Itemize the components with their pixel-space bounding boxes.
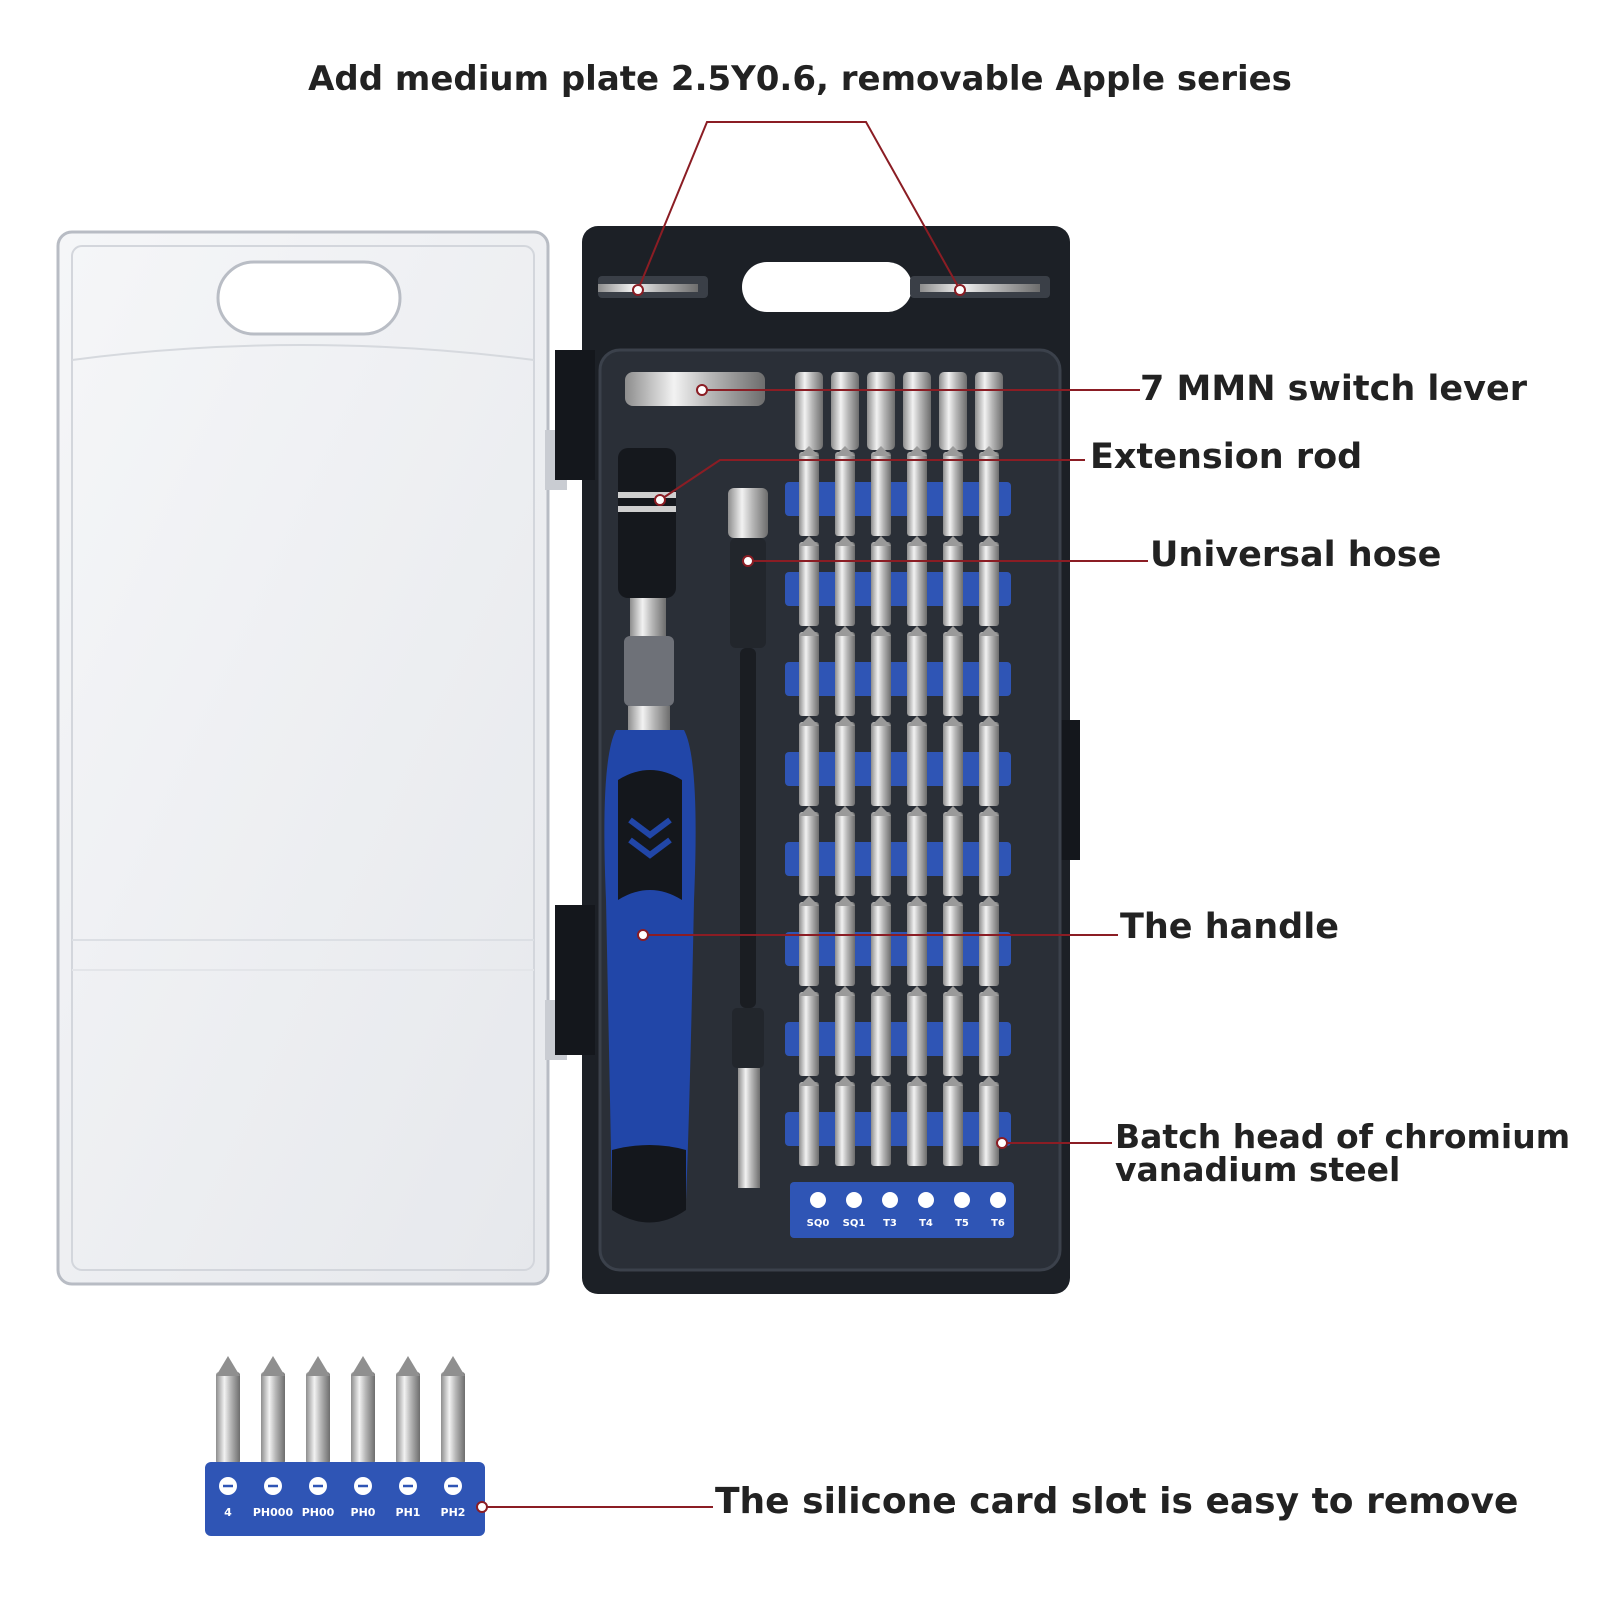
screwdriver-bit bbox=[907, 1076, 927, 1166]
screwdriver-bit bbox=[943, 536, 963, 626]
screwdriver-bit bbox=[871, 806, 891, 896]
card-bit bbox=[441, 1356, 465, 1464]
screwdriver-bit bbox=[943, 446, 963, 536]
screwdriver-bit bbox=[799, 896, 819, 986]
annotation-extension-rod: Extension rod bbox=[1090, 437, 1363, 477]
annotation-batch-head-line2: vanadium steel bbox=[1115, 1150, 1401, 1189]
bit-slot-icon bbox=[918, 1192, 934, 1208]
annotation-batch-head: Batch head of chromium vanadium steel bbox=[1115, 1120, 1570, 1186]
screwdriver-bit bbox=[835, 896, 855, 986]
screwdriver-bit bbox=[907, 896, 927, 986]
screwdriver-bit bbox=[835, 1076, 855, 1166]
bit-label: T4 bbox=[919, 1218, 933, 1229]
socket-bit bbox=[903, 372, 931, 450]
screwdriver-bit bbox=[799, 806, 819, 896]
screwdriver-bit bbox=[835, 536, 855, 626]
screwdriver-bit bbox=[871, 536, 891, 626]
screwdriver-bit bbox=[871, 896, 891, 986]
annotation-card-slot: The silicone card slot is easy to remove bbox=[715, 1481, 1519, 1522]
socket-bit bbox=[831, 372, 859, 450]
flexible-hose bbox=[728, 488, 768, 1188]
screwdriver-bit bbox=[979, 986, 999, 1076]
bit-slot-icon bbox=[990, 1192, 1006, 1208]
screwdriver-bit bbox=[799, 536, 819, 626]
annotation-top-plate: Add medium plate 2.5Y0.6, removable Appl… bbox=[308, 59, 1292, 99]
screwdriver-bit bbox=[835, 986, 855, 1076]
screwdriver-bit bbox=[799, 716, 819, 806]
screwdriver-bit bbox=[979, 1076, 999, 1166]
bit-tray: SQ0 SQ1 T3 T4 T5 T6 bbox=[785, 372, 1014, 1238]
screwdriver-bit bbox=[979, 716, 999, 806]
silicone-card: 4 PH000 PH00 PH0 PH1 PH2 bbox=[205, 1356, 485, 1536]
card-bit-label: PH000 bbox=[253, 1506, 294, 1519]
screwdriver-bit bbox=[799, 446, 819, 536]
screwdriver-bit bbox=[907, 536, 927, 626]
clear-lid bbox=[56, 230, 567, 1286]
card-bit bbox=[216, 1356, 240, 1464]
card-bit-label: PH0 bbox=[351, 1506, 376, 1519]
card-base bbox=[205, 1462, 485, 1536]
bit-slot-icon bbox=[954, 1192, 970, 1208]
screwdriver-bit bbox=[979, 536, 999, 626]
screwdriver-bit bbox=[835, 716, 855, 806]
screwdriver-bit bbox=[871, 446, 891, 536]
annotation-universal-hose: Universal hose bbox=[1150, 535, 1442, 575]
bit-label: SQ1 bbox=[843, 1218, 866, 1229]
screwdriver-bit bbox=[943, 806, 963, 896]
bit-holder bbox=[625, 372, 765, 406]
screwdriver-bit bbox=[835, 806, 855, 896]
bit-slot-icon bbox=[810, 1192, 826, 1208]
screwdriver-bit bbox=[979, 446, 999, 536]
screwdriver-bit bbox=[871, 986, 891, 1076]
socket-bit bbox=[795, 372, 823, 450]
screwdriver-bit bbox=[835, 446, 855, 536]
card-bit bbox=[306, 1356, 330, 1464]
bit-label: T6 bbox=[991, 1218, 1005, 1229]
screwdriver-bit bbox=[871, 626, 891, 716]
leader-dots bbox=[476, 284, 1008, 1513]
screwdriver-bit bbox=[943, 986, 963, 1076]
bottom-label-strip bbox=[790, 1182, 1014, 1238]
card-bit bbox=[351, 1356, 375, 1464]
screwdriver-bit bbox=[943, 716, 963, 806]
screwdriver-bit bbox=[907, 986, 927, 1076]
socket-bit bbox=[939, 372, 967, 450]
card-bit bbox=[261, 1356, 285, 1464]
screwdriver-bit bbox=[907, 806, 927, 896]
card-bit bbox=[396, 1356, 420, 1464]
bit-label: SQ0 bbox=[807, 1218, 830, 1229]
screwdriver-bit bbox=[907, 626, 927, 716]
screwdriver-bit bbox=[907, 446, 927, 536]
screwdriver-bit bbox=[907, 716, 927, 806]
screwdriver-bit bbox=[871, 1076, 891, 1166]
socket-bit bbox=[867, 372, 895, 450]
bit-label: T3 bbox=[883, 1218, 897, 1229]
bit-slot-icon bbox=[846, 1192, 862, 1208]
screwdriver-bit bbox=[943, 1076, 963, 1166]
screwdriver-bit bbox=[979, 806, 999, 896]
screwdriver-bit bbox=[979, 626, 999, 716]
leader-lines bbox=[482, 121, 1148, 1508]
socket-bit bbox=[975, 372, 1003, 450]
annotation-handle: The handle bbox=[1120, 907, 1339, 947]
bit-slot-icon bbox=[882, 1192, 898, 1208]
precision-handle bbox=[604, 448, 696, 1223]
screwdriver-bit bbox=[943, 626, 963, 716]
screwdriver-bit bbox=[799, 986, 819, 1076]
annotation-batch-head-line1: Batch head of chromium bbox=[1115, 1117, 1571, 1156]
screwdriver-bit bbox=[835, 626, 855, 716]
screwdriver-bit bbox=[871, 716, 891, 806]
annotation-switch-lever: 7 MMN switch lever bbox=[1140, 369, 1527, 409]
screwdriver-bit bbox=[979, 896, 999, 986]
bit-label: T5 bbox=[955, 1218, 969, 1229]
screwdriver-bit bbox=[799, 626, 819, 716]
card-bit-label: PH1 bbox=[396, 1506, 421, 1519]
card-bit-label: PH2 bbox=[441, 1506, 466, 1519]
card-bit-label: 4 bbox=[224, 1506, 232, 1519]
screwdriver-bit bbox=[943, 896, 963, 986]
screwdriver-bit bbox=[799, 1076, 819, 1166]
card-bit-label: PH00 bbox=[302, 1506, 335, 1519]
